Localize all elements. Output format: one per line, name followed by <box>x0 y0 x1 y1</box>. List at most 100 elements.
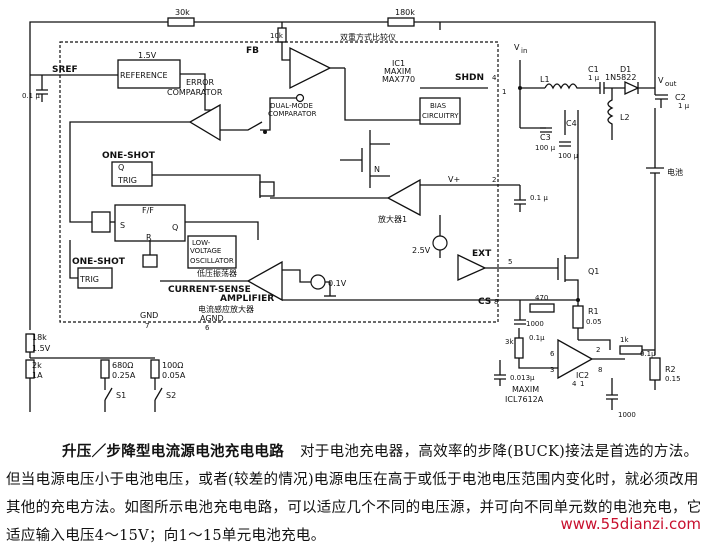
label-d1-part: 1N5822 <box>605 73 636 82</box>
label-n: N <box>374 165 380 174</box>
label-r1-val: 0.05 <box>586 318 602 326</box>
label-cs: CS <box>478 297 491 307</box>
label-r18k: 18k <box>32 333 47 342</box>
label-one-shot-bot: ONE-SHOT <box>72 257 126 267</box>
label-shdn: SHDN <box>455 73 484 83</box>
label-max770: MAX770 <box>382 75 415 84</box>
label-r470: 470 <box>535 294 548 302</box>
label-q-top: Q <box>118 163 124 172</box>
label-ic2-pin2: 2 <box>596 346 600 354</box>
label-ext: EXT <box>472 249 492 259</box>
label-ic2-pin3: 3 <box>550 366 554 374</box>
label-a005: 0.05A <box>162 371 186 380</box>
label-ref-voltage: 1.5V <box>138 51 157 60</box>
label-low-voltage-2: VOLTAGE <box>190 247 221 255</box>
caption-title: 升压／步降型电流源电池充电电路 <box>62 443 284 460</box>
label-s2: S2 <box>166 391 176 400</box>
label-fb: FB <box>246 46 259 56</box>
label-current-sense-cn: 电流感应放大器 <box>198 304 254 314</box>
label-pin8: 8 <box>494 298 498 306</box>
label-ic2: IC2 <box>576 371 589 380</box>
label-pin1: 1 <box>502 88 506 96</box>
label-c01c: 0.1μ <box>529 334 545 342</box>
label-vplus: V+ <box>448 175 460 184</box>
label-r180k: 180k <box>395 8 415 17</box>
label-v15: 1.5V <box>32 344 51 353</box>
label-agnd: AGND <box>200 314 224 323</box>
caption-body: 对于电池充电器，高效率的步降(BUCK)接法是首选的方法。但当电源电压小于电池电… <box>6 444 702 544</box>
schematic-wires <box>25 17 668 412</box>
label-r2-val: 0.15 <box>665 375 681 383</box>
label-sref: SREF <box>52 65 78 75</box>
label-r: R <box>146 233 152 242</box>
label-c1-val: 1 μ <box>588 74 600 82</box>
label-c3: C3 <box>540 133 551 142</box>
label-r680: 680Ω <box>112 361 133 370</box>
label-maxim: MAXIM <box>384 67 411 76</box>
label-c3-val: 100 μ <box>535 144 556 152</box>
label-gnd: GND <box>140 311 158 320</box>
label-d1: D1 <box>620 65 631 74</box>
label-r2: R2 <box>665 365 676 374</box>
label-c-vplus: 0.1 μ <box>530 194 548 202</box>
label-r1: R1 <box>588 307 599 316</box>
label-s1: S1 <box>116 391 126 400</box>
label-v25: 2.5V <box>412 246 431 255</box>
label-pin2: 2 <box>492 176 496 184</box>
label-trig-top: TRIG <box>117 176 137 185</box>
label-c2-val: 1 μ <box>678 102 690 110</box>
figure-caption: 升压／步降型电流源电池充电电路对于电池充电器，高效率的步降(BUCK)接法是首选… <box>6 438 706 550</box>
label-error-comp-1: ERROR <box>186 78 214 87</box>
label-c4-val: 100 μ <box>558 152 579 160</box>
label-maxim2: MAXIM <box>512 385 539 394</box>
label-icl7612: ICL7612A <box>505 395 544 404</box>
label-r2k: 2k <box>32 361 42 370</box>
label-ff: F/F <box>142 206 154 215</box>
label-oscillator: OSCILLATOR <box>190 257 234 265</box>
label-one-shot-top: ONE-SHOT <box>102 151 156 161</box>
label-r100: 100Ω <box>162 361 183 370</box>
label-l2: L2 <box>620 113 630 122</box>
label-vout: V <box>658 76 664 85</box>
label-r10k: 10k <box>270 32 284 40</box>
label-dual-mode-cn: 双重方式比较仪 <box>340 32 396 42</box>
label-ic2-pin4: 4 <box>572 380 577 388</box>
label-current-sense-2: AMPLIFIER <box>220 294 274 304</box>
label-pin4: 4 <box>492 74 497 82</box>
label-ic1: IC1 <box>392 59 405 68</box>
label-a1: 1A <box>32 371 43 380</box>
label-pin6: 6 <box>205 324 210 332</box>
label-vin-sub: in <box>521 47 527 55</box>
schematic-labels: 30k 180k 10k FB SREF 0.1 μ 1.5V REFERENC… <box>22 8 690 419</box>
label-c1: C1 <box>588 65 599 74</box>
charger-schematic: 30k 180k 10k FB SREF 0.1 μ 1.5V REFERENC… <box>22 8 690 419</box>
label-a025: 0.25A <box>112 371 136 380</box>
label-r3k: 3k <box>505 338 514 346</box>
label-trig-bot: TRIG <box>79 275 99 284</box>
label-bias-2: CIRCUITRY <box>422 112 459 120</box>
label-reference: REFERENCE <box>120 71 168 80</box>
label-l1: L1 <box>540 75 550 84</box>
label-amp1-cn: 放大器1 <box>378 214 407 224</box>
label-q1: Q1 <box>588 267 599 276</box>
label-vout-sub: out <box>665 80 677 88</box>
label-error-comp-2: COMPARATOR <box>167 88 223 97</box>
label-s: S <box>120 221 125 230</box>
label-v01: 0.1V <box>328 279 347 288</box>
label-r30k: 30k <box>175 8 190 17</box>
label-c1000a: 1000 <box>526 320 544 328</box>
label-dual-mode-1: DUAL-MODE <box>270 102 313 110</box>
label-pin7: 7 <box>145 322 149 330</box>
label-qbar: Q <box>172 223 178 232</box>
label-battery: 电池 <box>667 167 683 177</box>
label-ic2-pin1: 1 <box>580 380 584 388</box>
label-pin5: 5 <box>508 258 512 266</box>
site-watermark: www.55dianzi.com <box>558 515 703 533</box>
label-c-sref: 0.1 μ <box>22 92 40 100</box>
label-ic2-pin8: 8 <box>598 366 602 374</box>
label-c4: C4 <box>566 119 577 128</box>
label-low-voltage-1: LOW- <box>192 239 211 247</box>
label-vin: V <box>514 43 520 52</box>
label-bias-1: BIAS <box>430 102 447 110</box>
label-dual-mode-2: COMPARATOR <box>268 110 317 118</box>
